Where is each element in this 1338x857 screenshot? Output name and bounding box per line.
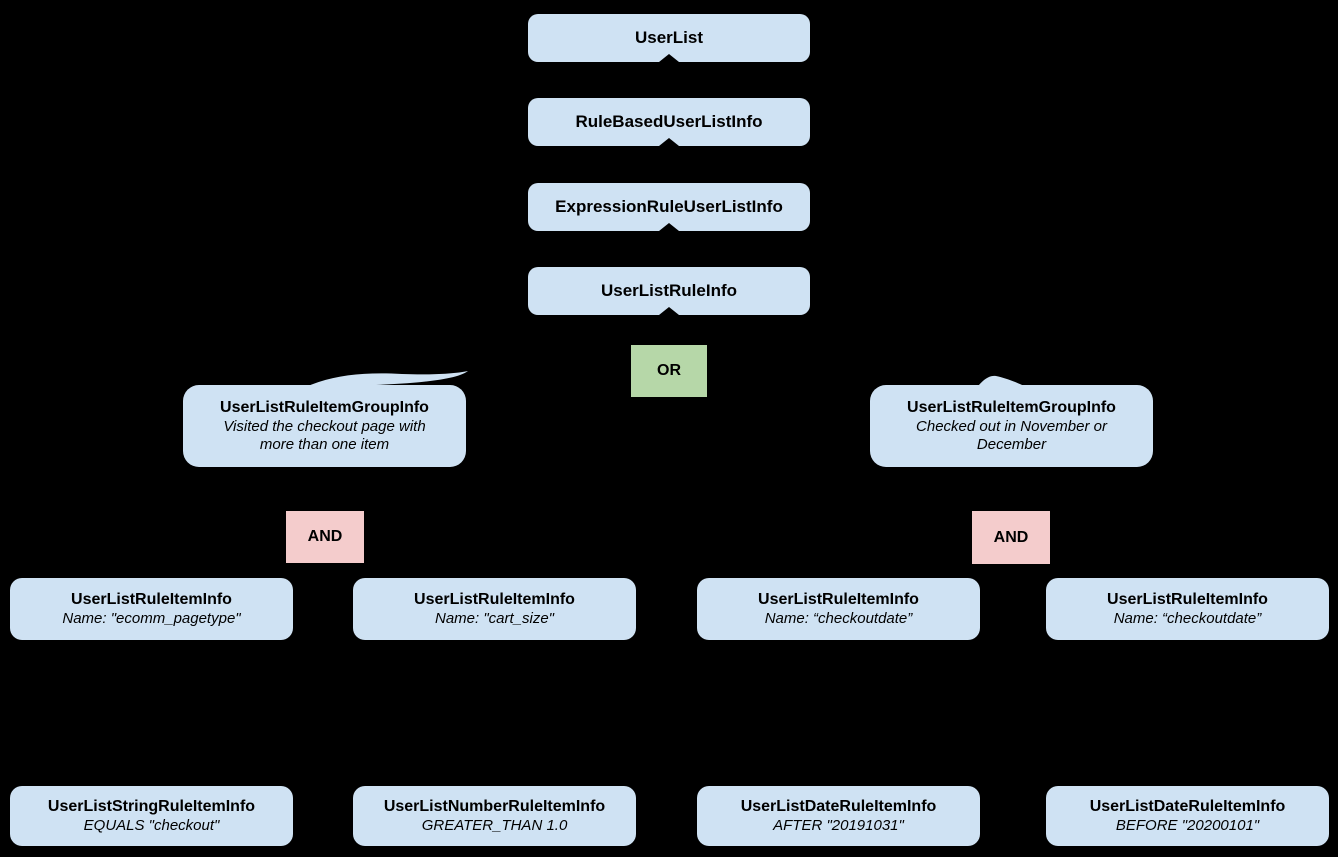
group-subtitle: Checked out in November or December [916, 417, 1107, 453]
rule-item-subtitle: Name: “checkoutdate” [764, 609, 913, 627]
group-subtitle: Visited the checkout page with more than… [223, 417, 426, 453]
and-operator-left: AND [286, 511, 364, 563]
leaf-subtitle: AFTER "20191031" [773, 816, 904, 834]
rule-item-node-1: UserListRuleItemInfo Name: "ecomm_pagety… [10, 578, 293, 640]
rule-item-subtitle: Name: "ecomm_pagetype" [62, 609, 241, 627]
arrowhead-up-icon [659, 138, 679, 146]
leaf-node-date-before: UserListDateRuleItemInfo BEFORE "2020010… [1046, 786, 1329, 846]
leaf-node-string: UserListStringRuleItemInfo EQUALS "check… [10, 786, 293, 846]
or-label: OR [657, 362, 681, 379]
rule-item-title: UserListRuleItemInfo [71, 590, 232, 608]
rule-item-subtitle: Name: "cart_size" [434, 609, 555, 627]
group-node-left: UserListRuleItemGroupInfo Visited the ch… [183, 385, 466, 467]
rule-item-node-4: UserListRuleItemInfo Name: “checkoutdate… [1046, 578, 1329, 640]
group-node-right: UserListRuleItemGroupInfo Checked out in… [870, 385, 1153, 467]
and-label: AND [993, 528, 1029, 546]
or-operator: OR [631, 345, 707, 397]
leaf-title: UserListStringRuleItemInfo [47, 797, 256, 815]
connector-curve-right-icon [978, 375, 1024, 386]
rule-item-title: UserListRuleItemInfo [1107, 590, 1268, 608]
and-operator-right: AND [972, 511, 1050, 564]
rule-item-node-3: UserListRuleItemInfo Name: “checkoutdate… [697, 578, 980, 640]
node-label: UserList [634, 28, 704, 48]
leaf-subtitle: EQUALS "checkout" [83, 816, 220, 834]
arrowhead-up-icon [659, 307, 679, 315]
leaf-node-number: UserListNumberRuleItemInfo GREATER_THAN … [353, 786, 636, 846]
rule-item-subtitle: Name: “checkoutdate” [1113, 609, 1262, 627]
leaf-subtitle: BEFORE "20200101" [1115, 816, 1260, 834]
node-label: ExpressionRuleUserListInfo [555, 197, 783, 217]
leaf-node-date-after: UserListDateRuleItemInfo AFTER "20191031… [697, 786, 980, 846]
arrowhead-up-icon [659, 223, 679, 231]
leaf-title: UserListDateRuleItemInfo [1089, 797, 1286, 815]
leaf-subtitle: GREATER_THAN 1.0 [421, 816, 568, 834]
group-title: UserListRuleItemGroupInfo [907, 398, 1116, 416]
leaf-title: UserListDateRuleItemInfo [740, 797, 937, 815]
rule-item-title: UserListRuleItemInfo [414, 590, 575, 608]
arrowhead-up-icon [659, 54, 679, 62]
and-label: AND [307, 528, 343, 545]
rule-item-title: UserListRuleItemInfo [758, 590, 919, 608]
node-label: RuleBasedUserListInfo [575, 112, 763, 132]
group-title: UserListRuleItemGroupInfo [220, 398, 429, 416]
node-label: UserListRuleInfo [600, 281, 738, 301]
rule-item-node-2: UserListRuleItemInfo Name: "cart_size" [353, 578, 636, 640]
leaf-title: UserListNumberRuleItemInfo [383, 797, 606, 815]
connector-curve-left-icon [308, 371, 468, 387]
